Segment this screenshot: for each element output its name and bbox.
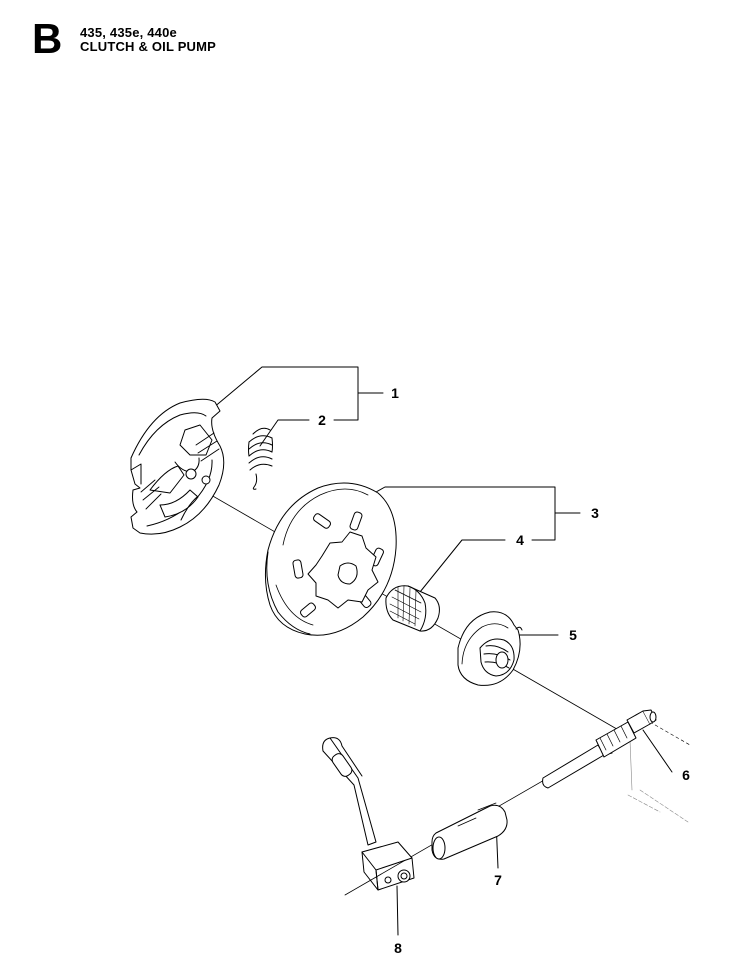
leader-4a	[531, 512, 556, 541]
pump-shaft	[542, 709, 657, 789]
leader-8	[396, 885, 399, 936]
section-letter: B	[32, 15, 63, 62]
diagram-title: CLUTCH & OIL PUMP	[80, 39, 217, 54]
leader-1	[212, 366, 384, 409]
callout-2: 2	[318, 412, 326, 428]
leader-1b	[333, 392, 359, 421]
callout-7: 7	[494, 872, 502, 888]
callout-8: 8	[394, 940, 402, 955]
pump-sleeve	[431, 802, 508, 860]
clutch-spring	[248, 427, 273, 490]
leader-6	[642, 729, 673, 773]
callout-4: 4	[516, 532, 524, 548]
leader-3	[375, 486, 581, 514]
oil-pump-lever	[322, 737, 415, 891]
callout-5: 5	[569, 627, 577, 643]
callout-1: 1	[391, 385, 399, 401]
leader-2	[259, 419, 310, 447]
model-list: 435, 435e, 440e	[80, 25, 177, 40]
needle-bearing	[385, 585, 440, 632]
leader-4	[419, 539, 506, 593]
callout-6: 6	[682, 767, 690, 783]
clutch-drum	[264, 482, 397, 636]
callout-3: 3	[591, 505, 599, 521]
worm-gear	[457, 611, 523, 686]
clutch-shoe-assembly	[130, 398, 225, 535]
